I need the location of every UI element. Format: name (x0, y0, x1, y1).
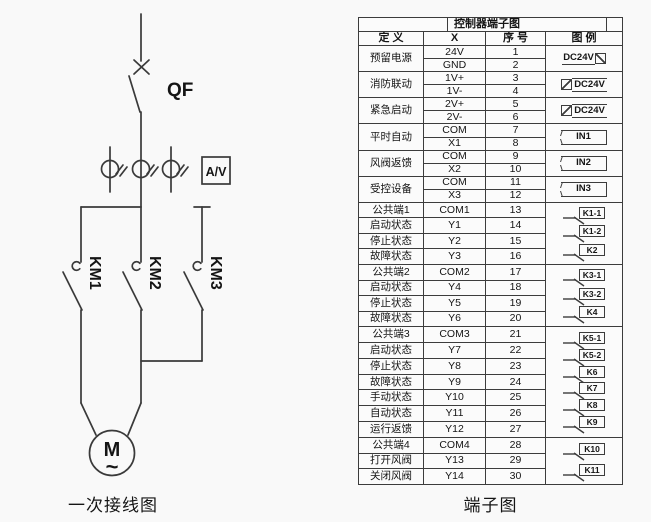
relay-contact: K2 (553, 244, 615, 262)
table-row: 1V-4 (359, 84, 623, 99)
relay-contact: K10 (553, 442, 615, 461)
contactor-km1-icon (62, 260, 97, 436)
table-header-row: 定 义 X 序 号 图 例 (358, 31, 623, 46)
relay-contact-group: K3-1 K3-2 K4 (553, 268, 615, 324)
relay-contact: K9 (553, 416, 615, 434)
relay-contact-group: K1-1 K1-2 K2 (553, 205, 615, 262)
input-terminal-icon: IN2 (561, 155, 607, 171)
input-terminal-icon: IN1 (561, 129, 607, 145)
col-header-number: 序 号 (485, 31, 546, 46)
contactor-km1-label: KM1 (86, 256, 103, 290)
relay-contact: K3-2 (553, 287, 615, 306)
motor-label: M (104, 439, 121, 461)
motor-icon (88, 429, 136, 477)
table-title: 控制器端子图 (447, 18, 607, 31)
dc24v-source-icon: DC24V (547, 52, 622, 65)
meter-label: A/V (206, 165, 228, 179)
relay-contact: K1-1 (553, 206, 615, 225)
diode-box-icon (594, 53, 606, 65)
ct-sensors-icon (100, 146, 189, 193)
terminal-table-caption: 端子图 (463, 496, 518, 515)
relay-contact: K6 (553, 365, 615, 384)
primary-wiring-diagram: QF A/V KM1 KM2 KM3 M ~ (62, 13, 231, 479)
bus-branch (80, 206, 211, 263)
col-header-x: X (423, 31, 486, 46)
diode-box-icon (561, 105, 573, 117)
relay-contact: K8 (553, 399, 615, 417)
wiring-diagram-caption: 一次接线图 (68, 496, 158, 515)
motor-phase-label: ~ (106, 454, 119, 479)
diode-box-icon (561, 79, 573, 91)
relay-contact-group: K10 K11 (553, 440, 615, 482)
relay-contact: K11 (553, 463, 615, 482)
relay-contact: K1-2 (553, 225, 615, 244)
breaker-label: QF (167, 80, 193, 101)
meter-box-icon (201, 156, 231, 185)
relay-contact: K3-1 (553, 268, 615, 287)
input-terminal-icon: IN3 (561, 181, 607, 197)
relay-contact: K7 (553, 382, 615, 401)
table-title-row: 控制器端子图 (358, 17, 623, 32)
relay-contact: K5-2 (553, 348, 615, 367)
relay-contact-group: K5-1 K5-2 K6 K7 K8 K9 (553, 331, 615, 434)
contactor-km3-icon (140, 260, 204, 362)
col-header-definition: 定 义 (358, 31, 424, 46)
dc24v-input-icon: DC24V (547, 77, 622, 92)
relay-contact: K4 (553, 306, 615, 324)
dc24v-input-icon: DC24V (547, 103, 622, 118)
contactor-km2-icon (122, 260, 143, 436)
contactor-km3-label: KM3 (207, 256, 224, 290)
relay-contact: K5-1 (553, 331, 615, 350)
col-header-legend: 图 例 (545, 31, 623, 46)
breaker-qf-icon (128, 59, 150, 208)
contactor-km2-label: KM2 (146, 256, 163, 290)
